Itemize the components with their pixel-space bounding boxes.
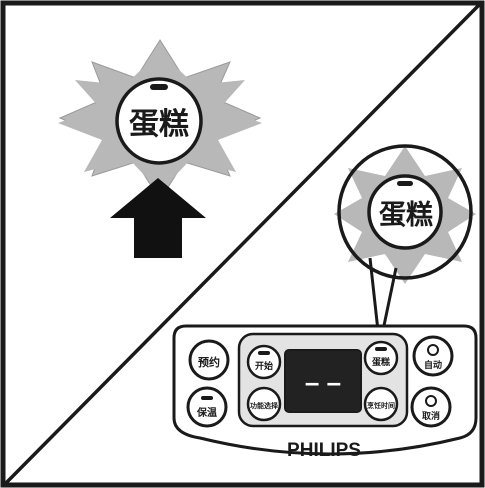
cake-label-bottom: 蛋糕 [379,200,433,231]
cake-button-panel[interactable]: 蛋糕 [365,342,397,374]
menu-select-button[interactable]: 功能选择 [248,388,280,420]
start-light [258,351,270,355]
indicator-light-bottom [397,181,413,186]
auto-label: 自动 [424,359,442,371]
cake-label-top: 蛋糕 [129,107,189,142]
auto-button[interactable]: 自动 [414,337,452,375]
brand-logo: PHILIPS [287,440,361,461]
start-label: 开始 [255,360,273,372]
display-readout: – – [305,367,341,397]
cook-time-button[interactable]: 烹饪时间 [365,388,397,420]
keep-warm-label: 保温 [196,406,217,419]
cancel-button[interactable]: 取消 [412,388,450,426]
indicator-light-top [150,84,168,90]
preset-button[interactable]: 预约 [190,341,228,379]
cake-panel-light [375,347,387,351]
cancel-label: 取消 [422,410,440,422]
cook-time-label: 烹饪时间 [367,401,395,410]
menu-select-label: 功能选择 [250,401,279,410]
keep-warm-button[interactable]: 保温 [188,388,226,426]
keep-warm-light [201,396,213,400]
control-panel: – – 预约 保温 开始 功能选择 蛋糕 烹饪时间 [174,326,476,461]
start-button[interactable]: 开始 [248,346,280,378]
preset-label: 预约 [198,355,220,369]
cake-panel-label: 蛋糕 [372,356,390,368]
